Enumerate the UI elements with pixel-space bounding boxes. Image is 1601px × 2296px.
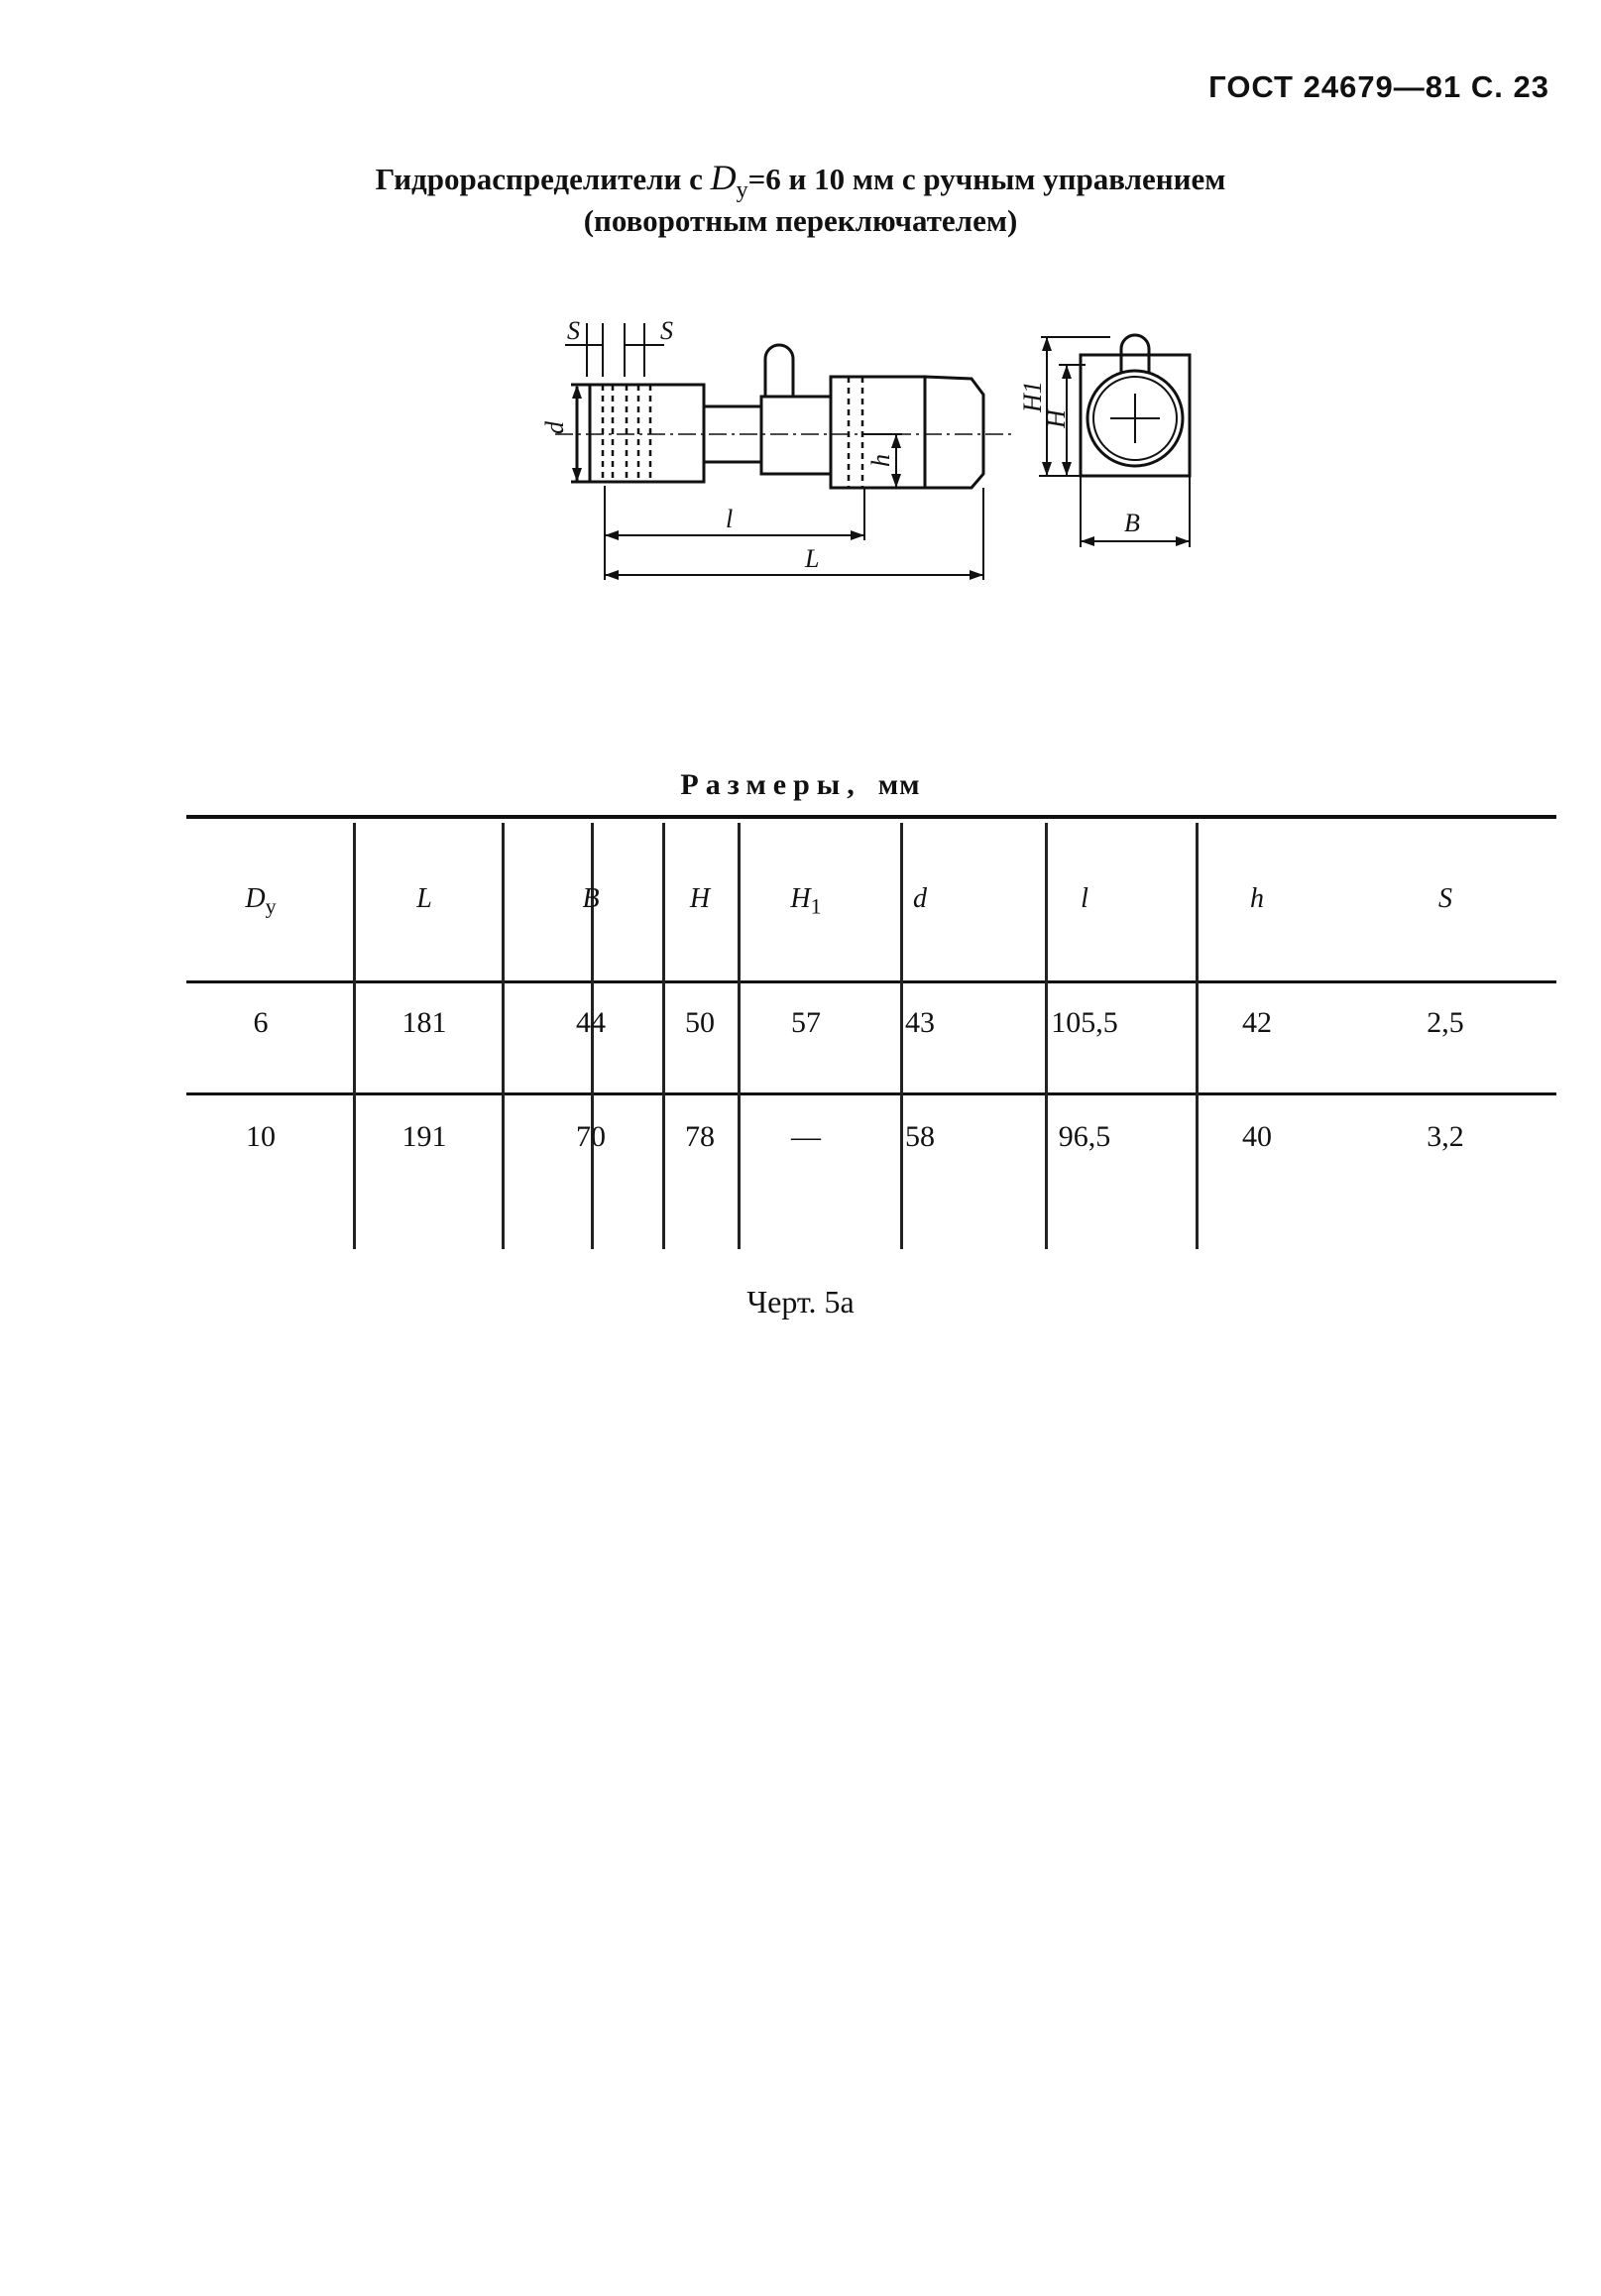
dy-letter: D — [710, 158, 737, 197]
label-B: B — [1124, 509, 1140, 537]
side-view — [555, 323, 1011, 580]
table-row-rule — [186, 1092, 1556, 1095]
handle — [763, 343, 795, 397]
label-L: L — [804, 544, 819, 573]
dy-subscript: у — [736, 177, 748, 203]
label-h: h — [866, 454, 895, 467]
table-cell: 40 — [1242, 1120, 1272, 1153]
table-cell: 44 — [576, 1006, 606, 1039]
column-header: h — [1183, 879, 1331, 919]
table-cell: 6 — [253, 1006, 269, 1039]
table-cell: 10 — [246, 1120, 276, 1153]
label-H: H — [1042, 408, 1071, 429]
column-divider — [353, 823, 356, 1249]
table-cell: 58 — [905, 1120, 935, 1153]
end-view-handle — [1119, 333, 1151, 372]
column-header-symbol: D — [245, 883, 266, 914]
title-prefix: Гидрораспределители с — [375, 162, 711, 196]
table-caption: Размеры, мм — [0, 768, 1601, 802]
column-header-symbol: d — [913, 883, 927, 914]
valve-drawing: d S S h l L H1 H B — [540, 317, 1192, 580]
table-cell: 2,5 — [1427, 1006, 1464, 1039]
figure-label: Черт. 5а — [746, 1284, 855, 1320]
column-header-symbol: S — [1438, 883, 1452, 914]
column-header-subscript: 1 — [810, 893, 822, 919]
dimension-arrows — [572, 385, 983, 580]
table-cell: 78 — [685, 1120, 715, 1153]
table-cell: 42 — [1242, 1006, 1272, 1039]
column-header-subscript: у — [265, 893, 277, 919]
column-header-symbol: h — [1250, 883, 1264, 914]
table-cell: 96,5 — [1058, 1120, 1111, 1153]
table-cell: 181 — [401, 1006, 447, 1039]
table-cell: 3,2 — [1427, 1120, 1464, 1153]
table-header-rule — [186, 980, 1556, 983]
column-divider — [591, 823, 594, 1249]
column-header: S — [1371, 879, 1520, 919]
label-l: l — [726, 505, 733, 533]
column-header: B — [516, 879, 665, 919]
table-cell: 43 — [905, 1006, 935, 1039]
column-divider — [662, 823, 665, 1249]
table-cell: 50 — [685, 1006, 715, 1039]
column-header-symbol: H — [790, 883, 811, 914]
end-view — [1039, 333, 1192, 547]
column-header-symbol: B — [582, 883, 600, 914]
label-s-right: S — [660, 317, 673, 345]
end-view-square — [1079, 353, 1192, 478]
title-suffix: =6 и 10 мм с ручным управлением — [747, 162, 1226, 196]
table-cell: 191 — [401, 1120, 447, 1153]
column-header: Dу — [186, 879, 335, 927]
column-divider — [502, 823, 505, 1249]
dy-symbol: Dу — [710, 158, 748, 203]
table-cell: 105,5 — [1051, 1006, 1118, 1039]
page-header-code: ГОСТ 24679—81 С. 23 — [1208, 69, 1549, 104]
column-header: H — [626, 879, 774, 919]
drawing-title-line-2: (поворотным переключателем) — [583, 203, 1018, 238]
end-view-outer-circle — [1086, 369, 1185, 468]
column-header: H1 — [732, 879, 880, 927]
column-header: L — [350, 879, 499, 919]
label-d: d — [540, 420, 569, 434]
table-top-rule — [186, 815, 1556, 819]
column-header: d — [846, 879, 994, 919]
table-caption-unit: мм — [877, 768, 921, 801]
column-divider — [1045, 823, 1048, 1249]
hub-section — [759, 395, 833, 476]
table-cell: 70 — [576, 1120, 606, 1153]
label-s-left: S — [567, 317, 580, 345]
column-divider — [1196, 823, 1199, 1249]
table-cell: 57 — [791, 1006, 821, 1039]
column-header-symbol: l — [1081, 883, 1088, 914]
threaded-section — [588, 383, 706, 484]
column-header-symbol: L — [416, 883, 432, 914]
column-header-symbol: H — [689, 883, 711, 914]
column-divider — [738, 823, 741, 1249]
table-caption-word: Размеры, — [680, 768, 861, 801]
column-header: l — [1010, 879, 1159, 919]
label-H1: H1 — [1018, 381, 1047, 413]
column-divider — [900, 823, 903, 1249]
thread-hidden-lines — [601, 385, 652, 482]
body-section — [829, 375, 927, 490]
drawing-title-line-1: Гидрораспределители с Dу=6 и 10 мм с руч… — [0, 157, 1601, 204]
table-cell: — — [791, 1120, 821, 1153]
tapered-nose — [923, 375, 985, 490]
